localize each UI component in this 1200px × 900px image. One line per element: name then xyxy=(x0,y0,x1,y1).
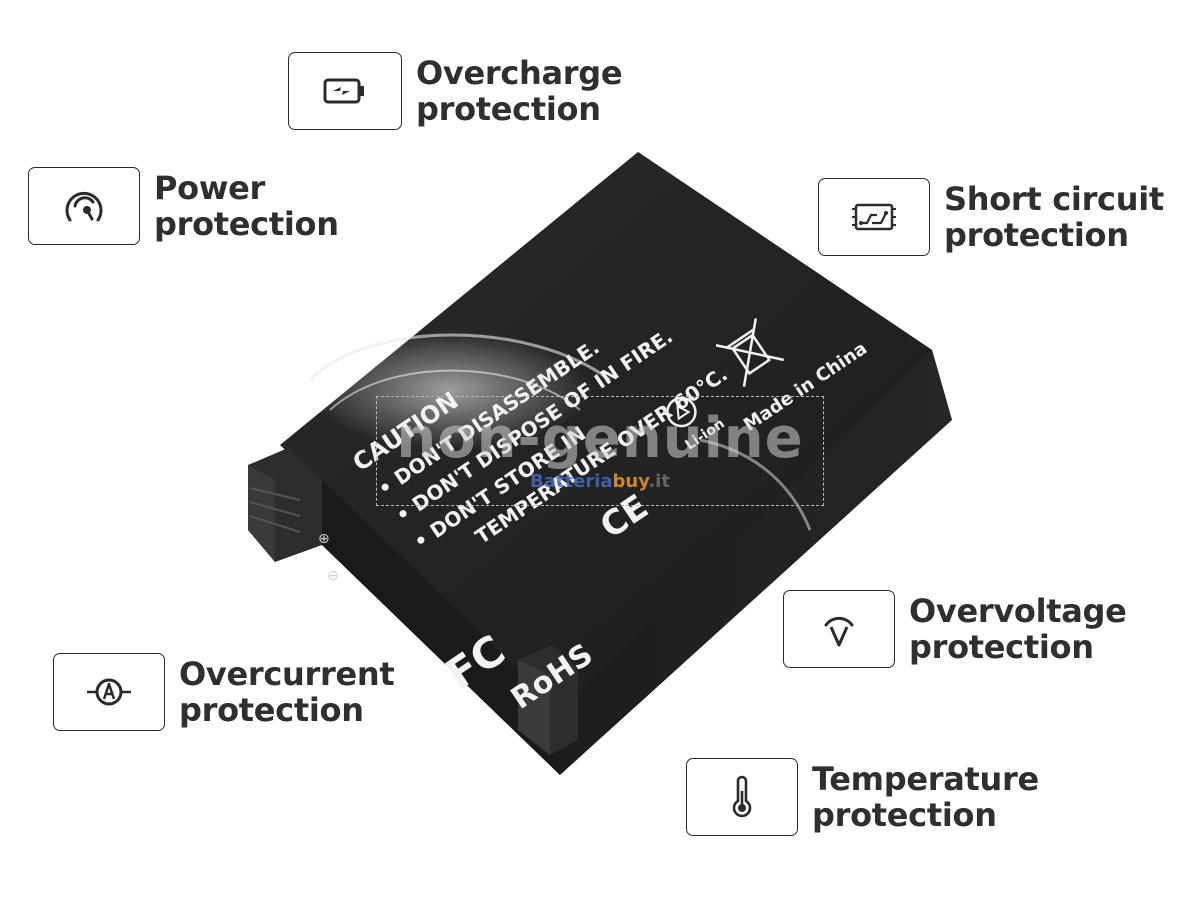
gauge-icon xyxy=(28,167,140,245)
feature-label: Overcurrent protection xyxy=(179,655,395,729)
feature-short-circuit: Short circuit protection xyxy=(818,178,1164,256)
feature-label: Temperature protection xyxy=(812,760,1039,834)
watermark: non-genuine Batteriabuy.it xyxy=(376,396,824,506)
feature-overcurrent: Overcurrent protection xyxy=(53,653,395,731)
feature-label: Overvoltage protection xyxy=(909,592,1127,666)
feature-label: Short circuit protection xyxy=(944,180,1164,254)
feature-temperature: Temperature protection xyxy=(686,758,1039,836)
voltage-meter-icon xyxy=(783,590,895,668)
feature-label: Overcharge protection xyxy=(416,54,623,128)
thermometer-icon xyxy=(686,758,798,836)
battery-charge-icon xyxy=(288,52,402,130)
feature-overcharge: Overcharge protection xyxy=(288,52,623,130)
circuit-board-icon xyxy=(818,178,930,256)
watermark-brand-part: .it xyxy=(648,471,670,492)
watermark-brand-part: Batteria xyxy=(530,471,613,492)
terminal-minus-label: ⊖ xyxy=(327,568,339,584)
watermark-main-text: non-genuine xyxy=(396,406,804,471)
battery-illustration: ⊕ ⊖ CAUTION • DON'T DISASSEMBLE. • DON'T… xyxy=(248,152,952,775)
feature-overvoltage: Overvoltage protection xyxy=(783,590,1127,668)
terminal-plus-label: ⊕ xyxy=(318,531,330,547)
crossed-bin-icon xyxy=(715,318,785,387)
feature-power: Power protection xyxy=(28,167,339,245)
watermark-brand-part: buy xyxy=(612,471,649,492)
watermark-brand: Batteriabuy.it xyxy=(530,471,670,493)
feature-label: Power protection xyxy=(154,169,339,243)
ammeter-icon xyxy=(53,653,165,731)
battery-image: ⊕ ⊖ CAUTION • DON'T DISASSEMBLE. • DON'T… xyxy=(230,150,970,790)
recycle-icon xyxy=(666,396,697,428)
